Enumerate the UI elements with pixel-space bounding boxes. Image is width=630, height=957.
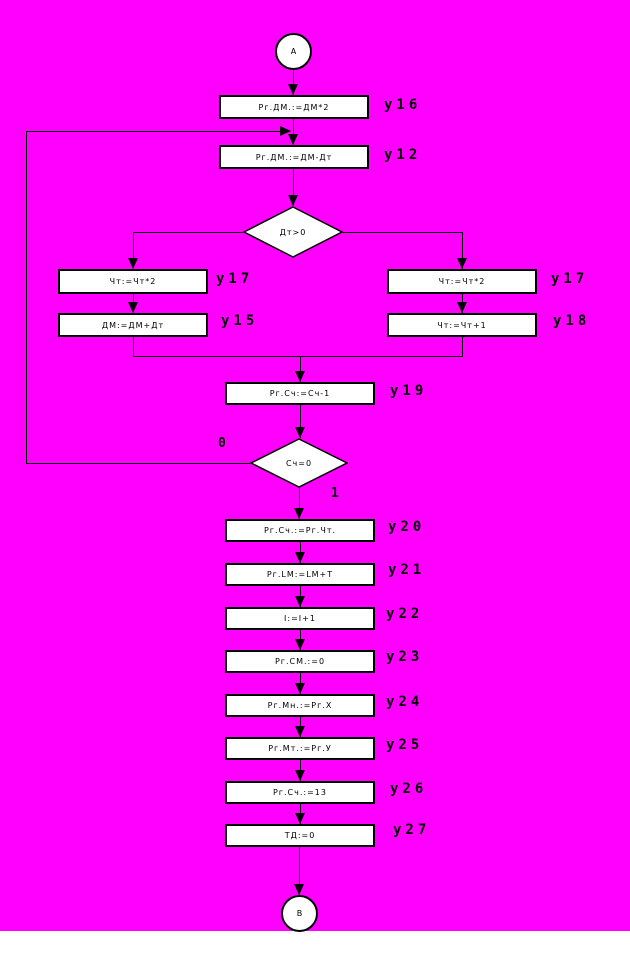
diamond-shape (242, 206, 344, 258)
process-box-y25-text: Рг.Мт.:=Рг.У (268, 744, 332, 753)
process-box-y12: Рг.ДМ.:=ДМ-Дт (219, 145, 369, 169)
op-label-y26: y26 (390, 781, 428, 797)
arrowhead-down-icon (295, 813, 305, 824)
arrowhead-down-icon (295, 552, 305, 563)
arrowhead-down-icon (294, 508, 304, 519)
arrowhead-down-icon (128, 302, 138, 313)
branch-left-line (133, 232, 243, 233)
process-box-y22-text: I:=I+1 (284, 614, 316, 623)
process-box-y18-text: Чт:=Чт+1 (437, 320, 487, 330)
process-box-y15-text: ДМ:=ДМ+Дт (101, 320, 165, 330)
process-box-y17-left-text: Чт:=Чт*2 (109, 277, 157, 286)
arrowhead-down-icon (288, 134, 298, 145)
process-box-y25: Рг.Мт.:=Рг.У (225, 737, 375, 760)
op-label-y20: y20 (388, 519, 426, 535)
connector-line (293, 119, 294, 145)
arrowhead-down-icon (295, 596, 305, 607)
process-box-y22: I:=I+1 (225, 607, 375, 630)
process-box-y12-text: Рг.ДМ.:=ДМ-Дт (255, 152, 333, 162)
op-label-y17-left: y17 (216, 271, 254, 287)
arrowhead-down-icon (128, 258, 138, 269)
connector-line (293, 169, 294, 206)
connector-line (299, 488, 300, 519)
op-label-y25: y25 (386, 737, 424, 753)
decision-sch-eq-0: Сч=0 (249, 438, 349, 488)
process-box-y16-text: Рг.ДМ.:=ДМ*2 (258, 102, 330, 112)
arrowhead-down-icon (457, 302, 467, 313)
arrowhead-down-icon (457, 258, 467, 269)
op-label-y15: y15 (221, 313, 259, 329)
branch-right-line (462, 232, 463, 269)
op-label-y23: y23 (386, 649, 424, 665)
page-footer-strip (0, 931, 630, 957)
process-box-y18: Чт:=Чт+1 (387, 313, 537, 337)
process-box-y27-text: ТД:=0 (284, 831, 316, 840)
process-box-y24: Рг.Мн.:=Рг.X (225, 694, 375, 717)
connector-line (300, 405, 301, 438)
op-label-y18: y18 (553, 313, 591, 329)
merge-line (133, 356, 463, 357)
op-label-y24: y24 (386, 694, 424, 710)
arrowhead-down-icon (295, 726, 305, 737)
arrowhead-down-icon (288, 195, 298, 206)
arrowhead-down-icon (295, 371, 305, 382)
op-label-y17-right: y17 (551, 271, 589, 287)
connector-line (133, 337, 134, 356)
process-box-y21-text: Рг.LМ:=LМ+Т (266, 570, 334, 579)
arrowhead-down-icon (294, 884, 304, 895)
op-label-y19: y19 (390, 383, 428, 399)
decision-dt-gt-0-text: Дт>0 (279, 227, 307, 237)
process-box-y17-left: Чт:=Чт*2 (58, 269, 208, 294)
op-label-y21: y21 (388, 562, 426, 578)
branch-right-line (342, 232, 462, 233)
process-box-y17-right-text: Чт:=Чт*2 (438, 277, 486, 286)
loop-line-horizontal-bottom (26, 463, 250, 464)
diamond-shape (249, 438, 349, 488)
connector-line (462, 337, 463, 356)
process-box-y16: Рг.ДМ.:=ДМ*2 (219, 95, 369, 119)
process-box-y19-text: Рг.Сч:=Сч-1 (269, 389, 331, 398)
process-box-y26: Рг.Сч.:=13 (225, 781, 375, 804)
end-terminal: В (281, 895, 318, 932)
process-box-y17-right: Чт:=Чт*2 (387, 269, 537, 294)
branch-left-line (133, 232, 134, 269)
process-box-y20: Рг.Сч.:=Рг.Чт. (225, 519, 375, 542)
op-label-y16: y16 (384, 97, 422, 113)
arrowhead-down-icon (295, 770, 305, 781)
op-label-y12: y12 (384, 147, 422, 163)
decision-sch-eq-0-text: Сч=0 (285, 458, 313, 468)
start-terminal: А (275, 33, 312, 70)
connector-line (300, 356, 301, 382)
process-box-y19: Рг.Сч:=Сч-1 (225, 382, 375, 405)
process-box-y21: Рг.LМ:=LМ+Т (225, 563, 375, 586)
end-terminal-label: В (296, 909, 303, 918)
op-label-y22: y22 (386, 606, 424, 622)
arrowhead-down-icon (295, 683, 305, 694)
arrowhead-right-icon (280, 126, 291, 136)
arrowhead-down-icon (288, 84, 298, 95)
process-box-y24-text: Рг.Мн.:=Рг.X (267, 701, 333, 710)
connector-line (299, 847, 300, 895)
loop-line-vertical (26, 131, 27, 463)
decision-dt-gt-0: Дт>0 (242, 206, 344, 258)
connector-line (293, 69, 294, 95)
process-box-y23: Рг.СМ.:=0 (225, 650, 375, 673)
start-terminal-label: А (290, 47, 297, 56)
branch-label-1: 1 (331, 486, 339, 501)
process-box-y20-text: Рг.Сч.:=Рг.Чт. (263, 526, 337, 535)
loop-line-horizontal-top (26, 131, 282, 132)
branch-label-0: 0 (218, 436, 226, 451)
arrowhead-down-icon (295, 639, 305, 650)
process-box-y23-text: Рг.СМ.:=0 (274, 657, 326, 666)
op-label-y27: y27 (393, 822, 431, 838)
process-box-y26-text: Рг.Сч.:=13 (272, 788, 327, 797)
process-box-y15: ДМ:=ДМ+Дт (58, 313, 208, 337)
process-box-y27: ТД:=0 (225, 824, 375, 847)
arrowhead-down-icon (295, 427, 305, 438)
